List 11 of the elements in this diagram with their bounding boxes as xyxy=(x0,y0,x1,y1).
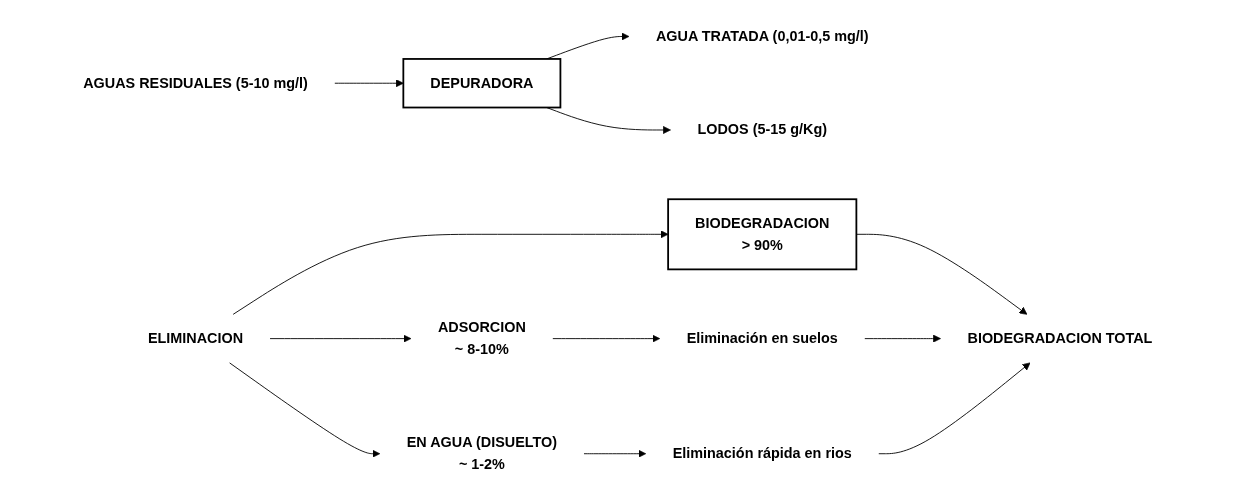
node-text: Eliminación en suelos xyxy=(686,330,838,346)
node-box: BIODEGRADACION > 90% xyxy=(666,198,857,271)
node-text: EN AGUA (DISUELTO) ~ 1-2% xyxy=(406,434,557,472)
node-text: Eliminación rápida en rios xyxy=(672,445,852,461)
node-text: ELIMINACION xyxy=(147,330,243,346)
node-box: DEPURADORA xyxy=(402,58,561,109)
node-text: AGUAS RESIDUALES (5-10 mg/l) xyxy=(82,75,308,91)
node-text: ADSORCION ~ 8-10% xyxy=(437,319,526,357)
node-text: BIODEGRADACION TOTAL xyxy=(967,330,1153,346)
node-text: LODOS (5-15 g/Kg) xyxy=(697,121,827,138)
node-text: AGUA TRATADA (0,01-0,5 mg/l) xyxy=(655,28,869,44)
